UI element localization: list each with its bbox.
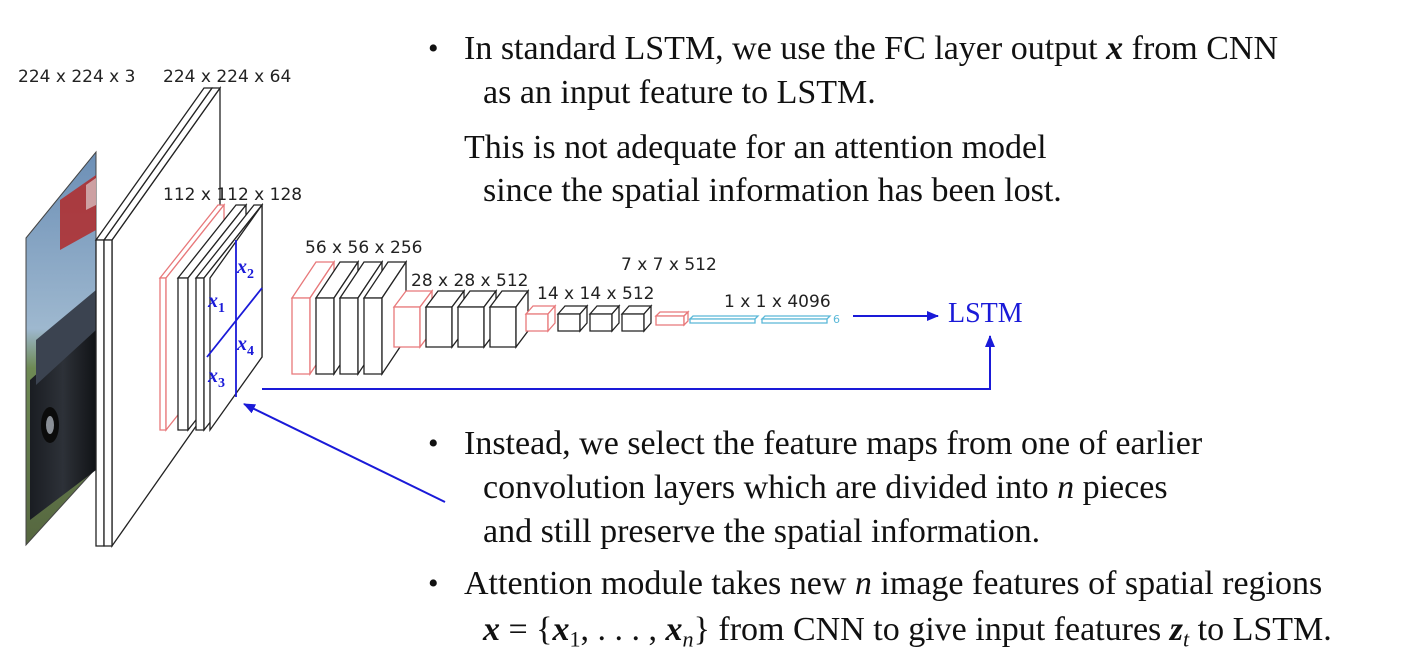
region-label-x3: x3 (207, 365, 225, 391)
bullet-2-line-1: Instead, we select the feature maps from… (464, 425, 1203, 462)
bullet-1-dot: • (428, 32, 439, 65)
conv5-layer (524, 304, 653, 333)
region-label-x4: x4 (236, 333, 254, 359)
bullet-2-line-2: convolution layers which are divided int… (483, 469, 1168, 506)
bullet-3-dot: • (428, 567, 439, 600)
callout-arrow (243, 403, 446, 503)
label-conv2-size: 112 x 112 x 128 (163, 185, 302, 205)
fc-layers (688, 315, 832, 324)
bullet-3-line-1: Attention module takes new n image featu… (464, 565, 1323, 602)
label-conv1-size: 224 x 224 x 64 (163, 67, 291, 87)
note-line-2: since the spatial information has been l… (483, 172, 1062, 209)
label-conv5-size: 14 x 14 x 512 (537, 284, 654, 304)
conv3-layer (290, 259, 408, 377)
bullet-1-line-1: In standard LSTM, we use the FC layer ou… (464, 30, 1279, 67)
note-line-1: This is not adequate for an attention mo… (464, 129, 1047, 166)
bullet-3-line-2: x = {x1, . . . , xn} from CNN to give in… (483, 611, 1332, 652)
bullet-2-line-3: and still preserve the spatial informati… (483, 513, 1041, 550)
bullet-2-dot: • (428, 427, 439, 460)
label-pool5-size: 7 x 7 x 512 (621, 255, 717, 275)
fc-tail-mark: 6 (833, 313, 840, 326)
label-conv4-size: 28 x 28 x 512 (411, 271, 528, 291)
bullet-1-line-2: as an input feature to LSTM. (483, 74, 876, 111)
conv2-layer (158, 202, 264, 433)
region-divider-diagonal (206, 287, 263, 358)
conv4-layer (392, 289, 530, 349)
region-label-x1: x1 (207, 290, 225, 316)
lstm-label: LSTM (948, 298, 1023, 329)
label-input-size: 224 x 224 x 3 (18, 67, 135, 87)
input-image (25, 150, 97, 547)
label-fc-size: 1 x 1 x 4096 (724, 292, 831, 312)
label-conv3-size: 56 x 56 x 256 (305, 238, 422, 258)
features-to-lstm-arrow (262, 335, 995, 390)
region-label-x2: x2 (236, 256, 254, 282)
pool5-layer (654, 310, 690, 327)
